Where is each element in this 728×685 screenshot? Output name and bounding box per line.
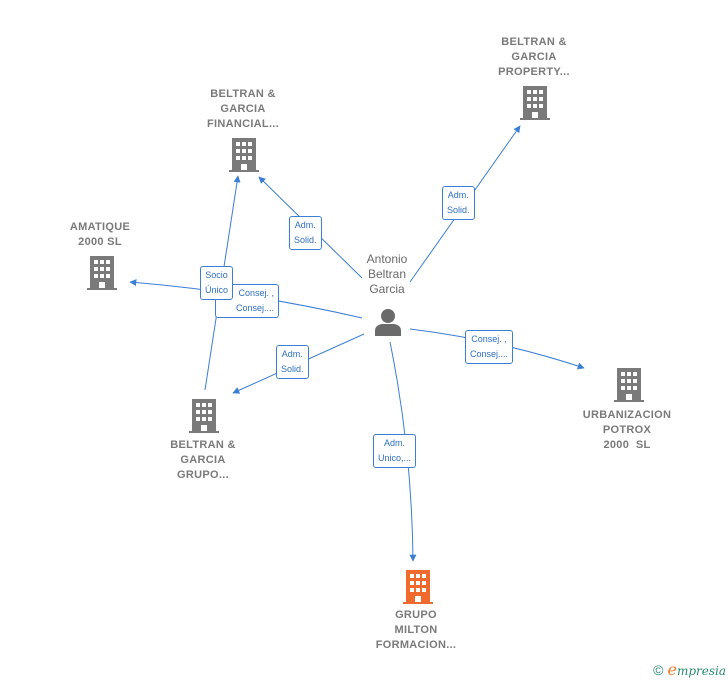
company-bg-financial-label[interactable]: BELTRAN & GARCIA FINANCIAL...	[207, 87, 279, 132]
person-name-line: Antonio	[366, 252, 408, 266]
person-name[interactable]: Antonio Beltran Garcia	[367, 252, 408, 297]
relation-label-bg-financial[interactable]: Adm. Solid.	[289, 216, 322, 250]
relation-label-line: Solid.	[447, 205, 470, 215]
company-label-line: PROPERTY...	[498, 66, 570, 78]
relation-label-line: Socio	[205, 270, 228, 280]
relation-label-line: Consej. ,	[471, 334, 507, 344]
company-bg-grupo-label[interactable]: BELTRAN & GARCIA GRUPO...	[170, 438, 235, 483]
company-bg-property-label[interactable]: BELTRAN & GARCIA PROPERTY...	[498, 35, 570, 80]
company-label-line: BELTRAN &	[210, 88, 276, 100]
relation-label-socio-unico[interactable]: Socio Único	[200, 266, 234, 300]
company-label-line: BELTRAN &	[501, 36, 567, 48]
company-label-line: URBANIZACION	[582, 409, 672, 421]
person-name-line: Beltran	[367, 267, 407, 281]
brand-logo-text: mpresia	[676, 664, 726, 678]
company-label-line: MILTON	[394, 624, 438, 636]
person-icon[interactable]	[373, 307, 403, 337]
building-icon[interactable]	[403, 570, 433, 604]
brand-logo: empresia	[667, 660, 726, 679]
company-grupo-milton-label[interactable]: GRUPO MILTON FORMACION...	[376, 608, 457, 653]
relation-label-bg-property[interactable]: Adm. Solid.	[442, 186, 475, 220]
brand-logo-initial: e	[667, 660, 677, 679]
company-label-line: BELTRAN &	[170, 439, 236, 451]
company-label-line: 2000 SL	[78, 236, 122, 248]
company-label-line: 2000 SL	[603, 439, 651, 451]
company-amatique-label[interactable]: AMATIQUE 2000 SL	[70, 220, 130, 250]
relation-label-urbanizacion[interactable]: Consej. , Consej....	[465, 330, 514, 364]
relation-label-line: Adm.	[447, 190, 469, 200]
relation-label-line: Consej. ,	[238, 288, 274, 298]
relation-label-line: Único	[205, 285, 229, 295]
building-icon[interactable]	[229, 138, 259, 172]
copyright-icon: ©	[653, 661, 664, 678]
company-label-line: GARCIA	[511, 51, 557, 63]
company-label-line: FORMACION...	[375, 639, 457, 651]
relation-label-line: Adm.	[281, 349, 303, 359]
company-urbanizacion-label[interactable]: URBANIZACION POTROX 2000 SL	[583, 408, 672, 453]
relation-label-line: Adm.	[384, 438, 406, 448]
relation-label-line: Consej....	[470, 349, 509, 359]
relation-label-line: Solid.	[294, 235, 317, 245]
relation-label-line: Consej....	[235, 303, 274, 313]
building-icon[interactable]	[189, 399, 219, 433]
relation-label-bg-grupo[interactable]: Adm. Solid.	[276, 345, 309, 379]
company-label-line: AMATIQUE	[69, 221, 131, 233]
company-label-line: GRUPO	[395, 609, 437, 621]
company-label-line: GRUPO...	[177, 469, 229, 481]
person-name-line: Garcia	[369, 282, 405, 296]
building-icon[interactable]	[614, 368, 644, 402]
building-icon[interactable]	[520, 86, 550, 120]
relation-label-line: Adm.	[294, 220, 316, 230]
company-label-line: GARCIA	[220, 103, 266, 115]
building-icon[interactable]	[87, 256, 117, 290]
company-label-line: GARCIA	[180, 454, 226, 466]
relation-label-line: Solid.	[281, 364, 304, 374]
relation-label-grupo-milton[interactable]: Adm. Unico,...	[373, 434, 417, 468]
brand-footer: © empresia	[653, 660, 726, 679]
company-label-line: POTROX	[602, 424, 652, 436]
relation-label-line: Unico,...	[378, 453, 412, 463]
company-label-line: FINANCIAL...	[206, 118, 280, 130]
